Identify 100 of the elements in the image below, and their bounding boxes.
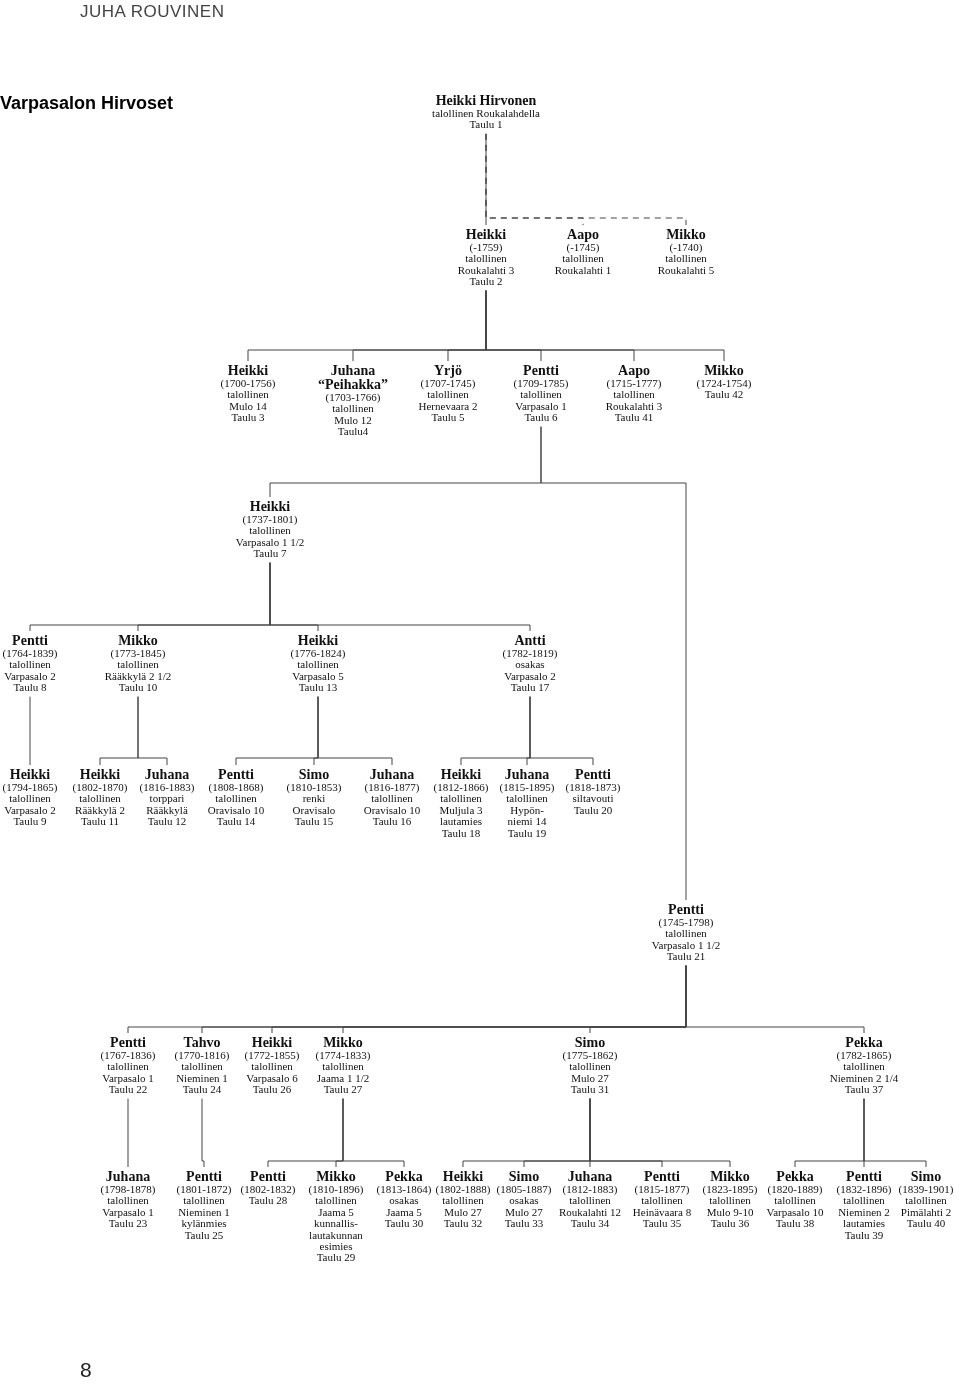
person-detail: Varpasalo 1 1/2 <box>235 536 305 549</box>
person-detail: talollinen <box>322 1061 364 1073</box>
person-detail: Taulu 23 <box>108 1218 149 1230</box>
person-detail: Taulu 6 <box>524 412 559 424</box>
person-detail: (1745-1798) <box>657 917 715 929</box>
person-detail: Pimälahti 2 <box>899 1206 953 1219</box>
person-detail: Taulu 37 <box>843 1084 885 1096</box>
person-detail: Taulu 16 <box>371 816 413 828</box>
person-detail: Taulu 15 <box>293 816 335 828</box>
page-title: Varpasalon Hirvoset <box>0 93 174 114</box>
person-detail: Nieminen 1 <box>175 1072 229 1085</box>
dashed-connector <box>485 133 687 226</box>
person-detail: (1703-1766) <box>324 392 382 404</box>
person-detail: Oravisalo 10 <box>363 804 421 817</box>
person-detail: lautamies <box>841 1218 887 1230</box>
connector-line <box>201 1098 205 1168</box>
person-name: Heikki <box>226 364 270 378</box>
person-name: Mikko <box>117 634 159 648</box>
person-detail: Taulu 29 <box>315 1252 357 1264</box>
person-detail: (1776-1824) <box>290 648 346 660</box>
person-detail: Heinävaara 8 <box>632 1206 692 1219</box>
running-header: JUHA ROUVINEN <box>80 2 225 22</box>
person-detail: (-1740) <box>668 242 704 254</box>
person-detail: (1815-1877) <box>633 1184 691 1196</box>
person-detail: Taulu 17 <box>510 682 551 694</box>
person-name: Simo <box>297 768 331 782</box>
person-detail: (1820-1889) <box>766 1184 824 1196</box>
person-detail: Jaama 1 1/2 <box>315 1072 371 1085</box>
page-number: 8 <box>80 1358 93 1382</box>
person-detail: talollinen <box>520 389 562 401</box>
person-name: Pentti <box>217 768 255 782</box>
person-detail: talollinen <box>9 793 51 805</box>
person-name: Heikki <box>439 768 483 782</box>
person-detail: talollinen <box>371 793 413 805</box>
person-detail: lautamies <box>438 816 484 828</box>
person-detail: Taulu 40 <box>905 1218 947 1230</box>
person-detail: talollinen <box>665 928 707 940</box>
person-detail: Varpasalo 10 <box>766 1206 824 1219</box>
person-detail: Taulu4 <box>336 426 370 438</box>
person-detail: (1782-1819) <box>502 648 558 660</box>
person-detail: Taulu 28 <box>248 1195 288 1207</box>
person-detail: siltavouti <box>572 793 614 805</box>
person-detail: (1700-1756) <box>220 378 276 390</box>
person-name: Pentti <box>11 634 49 648</box>
connector-line <box>127 1098 129 1168</box>
person-detail: Taulu 21 <box>666 951 707 963</box>
person-detail: Varpasalo 2 <box>3 804 57 817</box>
person-detail: (1802-1870) <box>72 782 128 794</box>
person-detail: (1815-1895) <box>499 782 555 794</box>
person-detail: Jaama 5 <box>385 1206 423 1219</box>
person-name: Antti <box>513 634 547 648</box>
connector-line <box>685 965 865 1034</box>
person-detail: Taulu 41 <box>613 412 655 424</box>
person-name: Pekka <box>775 1170 815 1184</box>
person-name: Mikko <box>322 1036 364 1050</box>
person-detail: Taulu 20 <box>572 804 614 817</box>
person-detail: Mulo 27 <box>443 1206 483 1219</box>
person-name: Pentti <box>667 903 705 917</box>
person-detail: talollinen <box>251 1061 293 1073</box>
connector-line <box>485 290 725 362</box>
connector-line <box>137 696 168 766</box>
person-name: Heikki <box>78 768 122 782</box>
person-detail: (1812-1883) <box>561 1184 619 1196</box>
person-detail: (1772-1855) <box>244 1050 300 1062</box>
person-name: Juhana <box>143 768 191 782</box>
connector-line <box>863 1098 927 1168</box>
person-name: Pentti <box>574 768 612 782</box>
person-name: Pentti <box>109 1036 147 1050</box>
connector-line <box>269 562 531 632</box>
person-detail: talollinen <box>107 1061 149 1073</box>
person-detail: (1764-1839) <box>2 648 58 660</box>
person-name: Mikko <box>709 1170 751 1184</box>
person-detail: (1839-1901) <box>898 1184 954 1196</box>
person-detail: talollinen <box>315 1195 357 1207</box>
person-detail: Varpasalo 2 <box>3 670 57 683</box>
person-detail: Varpasalo 2 <box>503 670 557 683</box>
person-detail: kunnallis- <box>313 1218 359 1230</box>
person-detail: talollinen <box>79 793 121 805</box>
person-detail: (1808-1868) <box>207 782 265 794</box>
person-detail: Taulu 25 <box>184 1229 224 1242</box>
person-detail: Taulu 39 <box>843 1229 885 1242</box>
person-detail: Mulo 27 <box>570 1072 610 1085</box>
person-detail: talollinen <box>641 1195 683 1207</box>
person-name: Simo <box>573 1036 607 1050</box>
person-detail: niemi 14 <box>506 816 548 828</box>
person-detail: (1816-1883) <box>139 782 195 794</box>
person-detail: (1810-1896) <box>308 1184 364 1196</box>
person-detail: talollinen <box>843 1061 885 1073</box>
person-detail: Taulu 12 <box>146 816 187 828</box>
person-detail: talollinen <box>427 389 469 401</box>
person-detail: talollinen <box>843 1195 885 1207</box>
person-detail: talollinen <box>506 793 548 805</box>
connector-line <box>540 426 687 901</box>
person-detail: (1737-1801) <box>241 514 299 526</box>
person-detail: Taulu 18 <box>440 827 482 840</box>
person-detail: Taulu 5 <box>430 412 466 424</box>
connector-line <box>529 696 594 766</box>
person-detail: (1715-1777) <box>605 378 663 390</box>
person-detail: osakas <box>515 659 545 671</box>
person-detail: Muljula 3 <box>438 804 484 817</box>
